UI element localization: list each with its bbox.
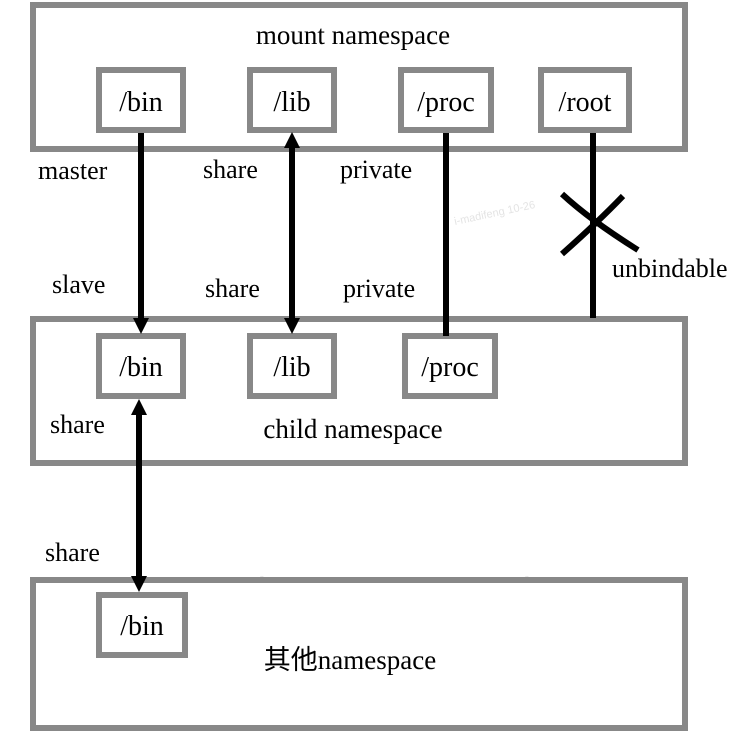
child-bin-label: /bin bbox=[119, 352, 163, 383]
mount-namespace-title: mount namespace bbox=[256, 20, 450, 50]
child-bin-share-label: share bbox=[50, 410, 105, 439]
proc-private-bottom-label: private bbox=[343, 274, 415, 303]
bin-slave-label: slave bbox=[52, 270, 105, 299]
child-lib-label: /lib bbox=[273, 352, 310, 383]
child-proc-box bbox=[402, 333, 498, 399]
arrow-up-icon bbox=[284, 132, 300, 148]
root-unbindable-label: unbindable bbox=[612, 254, 728, 283]
child-proc-label: /proc bbox=[421, 352, 479, 383]
mount-proc-label: /proc bbox=[417, 87, 475, 118]
other-namespace-title: 其他namespace bbox=[264, 645, 436, 675]
lib-share-top-label: share bbox=[203, 155, 258, 184]
lib-share-bottom-label: share bbox=[205, 274, 260, 303]
mount-root-box bbox=[538, 67, 632, 133]
mount-lib-box bbox=[247, 67, 337, 133]
other-bin-label: /bin bbox=[120, 611, 164, 642]
mount-proc-box bbox=[398, 67, 494, 133]
other-namespace: 其他namespace /bin bbox=[30, 577, 688, 731]
arrow-down-icon bbox=[284, 318, 300, 334]
mount-lib-label: /lib bbox=[273, 87, 310, 118]
child-bin-box bbox=[96, 333, 186, 399]
mount-bin-label: /bin bbox=[119, 87, 163, 118]
arrow-down-icon bbox=[131, 576, 147, 592]
proc-private-top-label: private bbox=[340, 155, 412, 184]
arrow-up-icon bbox=[131, 399, 147, 415]
cross-icon bbox=[560, 193, 626, 257]
propagation-labels: master slave share share private private… bbox=[38, 155, 728, 567]
other-bin-box bbox=[96, 592, 188, 658]
mount-root-label: /root bbox=[559, 87, 612, 118]
watermark: i-madifeng 10-26 bbox=[453, 199, 536, 228]
propagation-lines bbox=[131, 132, 640, 592]
mount-bin-box bbox=[96, 67, 186, 133]
child-lib-box bbox=[247, 333, 337, 399]
child-namespace: child namespace /bin /lib /proc bbox=[30, 316, 688, 466]
other-bin-share-label: share bbox=[45, 538, 100, 567]
child-namespace-title: child namespace bbox=[263, 414, 442, 444]
mount-namespace: mount namespace /bin /lib /proc /root bbox=[30, 2, 688, 152]
bin-master-label: master bbox=[38, 156, 108, 185]
arrow-down-icon bbox=[133, 318, 149, 334]
